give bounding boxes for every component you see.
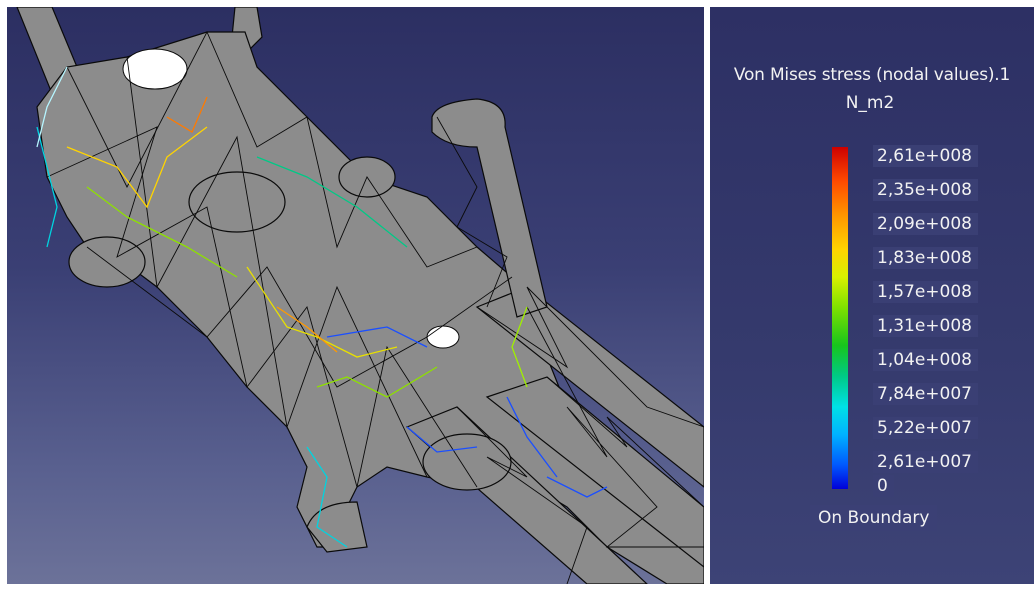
3d-viewport[interactable] — [7, 7, 704, 584]
right-bar-3 — [485, 376, 704, 568]
hole-center — [426, 325, 460, 349]
boss-1 — [188, 171, 286, 233]
mesh-model[interactable] — [7, 7, 704, 584]
legend-value: 5,22e+007 — [873, 417, 979, 439]
legend-value: 1,57e+008 — [873, 281, 979, 303]
legend-value: 7,84e+007 — [873, 383, 979, 405]
legend-value: 1,04e+008 — [873, 349, 979, 371]
on-boundary-label: On Boundary — [810, 505, 938, 531]
legend-value: 1,31e+008 — [873, 315, 979, 337]
boss-4 — [422, 433, 512, 491]
legend-value: 2,09e+008 — [873, 213, 979, 235]
right-bar-1 — [475, 286, 704, 488]
legend-value: 2,61e+007 — [873, 451, 979, 473]
legend-value: 2,35e+008 — [873, 179, 979, 201]
right-hook — [431, 98, 548, 318]
legend-title: Von Mises stress (nodal values).1 — [733, 65, 1011, 85]
legend-value: 0 — [873, 475, 894, 497]
hole-top — [122, 48, 188, 90]
legend-value: 1,83e+008 — [873, 247, 979, 269]
legend-unit: N_m2 — [845, 93, 895, 113]
colorbar — [832, 147, 848, 489]
legend-value: 2,61e+008 — [873, 145, 979, 167]
main-frame — [36, 31, 704, 584]
stress-legend: Von Mises stress (nodal values).1 N_m2 2… — [710, 7, 1034, 584]
bottom-tab — [306, 501, 368, 553]
